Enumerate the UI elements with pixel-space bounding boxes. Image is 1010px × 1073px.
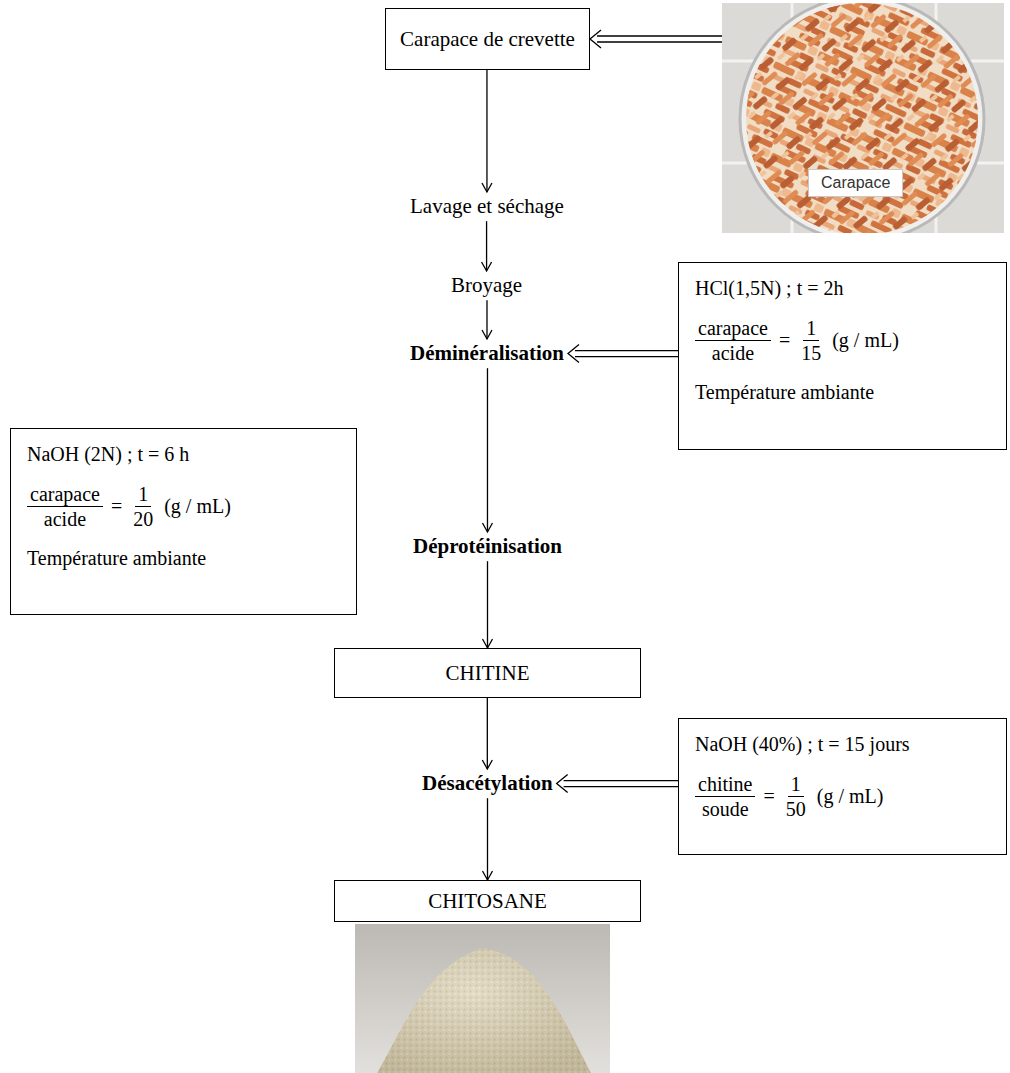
shell-photo: [722, 3, 1004, 233]
ratio-fraction: carapaceacide: [27, 482, 103, 531]
condition-line: chitinesoude = 150 (g / mL): [695, 772, 992, 821]
condition-box: HCl(1,5N) ; t = 2h carapaceacide = 115 (g / …: [678, 262, 1007, 450]
condition-text: =: [763, 785, 774, 808]
flow-arrow: [568, 345, 678, 363]
ratio-fraction: carapaceacide: [695, 316, 771, 365]
flow-arrow: [483, 798, 493, 880]
fraction-denominator: acide: [709, 341, 757, 365]
box-label: CHITINE: [446, 661, 530, 686]
condition-line: Température ambiante: [695, 381, 992, 404]
fraction-denominator: 20: [130, 507, 156, 531]
condition-text: =: [111, 495, 122, 518]
ratio-fraction: 120: [130, 482, 156, 531]
flow-arrow: [482, 70, 492, 192]
step-label: Lavage et séchage: [406, 192, 568, 221]
material-box: Carapace de crevette: [385, 8, 590, 70]
step-label: Déprotéinisation: [409, 532, 566, 561]
flow-arrow: [482, 221, 492, 271]
flow-arrow: [557, 775, 678, 793]
step-name: Lavage et séchage: [410, 194, 564, 218]
step-label: Désacétylation: [418, 769, 557, 798]
condition-line: NaOH (40%) ; t = 15 jours: [695, 733, 992, 756]
condition-line: HCl(1,5N) ; t = 2h: [695, 277, 992, 300]
condition-text: HCl(1,5N) ; t = 2h: [695, 277, 844, 300]
product-box: CHITOSANE: [334, 880, 641, 922]
fraction-numerator: chitine: [695, 772, 755, 797]
fraction-denominator: soude: [699, 797, 752, 821]
condition-text: Température ambiante: [27, 547, 206, 570]
fraction-numerator: carapace: [27, 482, 103, 507]
step-name: Désacétylation: [422, 771, 553, 795]
step-name: Broyage: [451, 273, 522, 297]
photo-caption: Carapace: [808, 169, 903, 197]
condition-box: NaOH (2N) ; t = 6 h carapaceacide = 120 (g /…: [10, 428, 357, 615]
condition-text: (g / mL): [817, 785, 884, 808]
product-box: CHITINE: [334, 648, 641, 698]
fraction-numerator: carapace: [695, 316, 771, 341]
condition-line: NaOH (2N) ; t = 6 h: [27, 443, 342, 466]
condition-text: (g / mL): [164, 495, 231, 518]
step-label: Broyage: [447, 271, 526, 300]
fraction-numerator: 1: [803, 316, 819, 341]
photo-node: Carapace: [722, 3, 1004, 233]
ratio-fraction: chitinesoude: [695, 772, 755, 821]
fraction-denominator: acide: [41, 507, 89, 531]
condition-line: carapaceacide = 115 (g / mL): [695, 316, 992, 365]
condition-line: carapaceacide = 120 (g / mL): [27, 482, 342, 531]
flow-arrow: [482, 300, 492, 339]
fraction-numerator: 1: [788, 772, 804, 797]
fraction-denominator: 15: [798, 341, 824, 365]
fraction-denominator: 50: [783, 797, 809, 821]
condition-text: =: [779, 329, 790, 352]
condition-text: NaOH (2N) ; t = 6 h: [27, 443, 189, 466]
flow-arrow: [590, 30, 722, 48]
box-label: CHITOSANE: [428, 889, 547, 914]
flow-arrow: [482, 698, 492, 769]
box-label: Carapace de crevette: [400, 27, 575, 52]
condition-text: (g / mL): [832, 329, 899, 352]
step-name: Déprotéinisation: [413, 534, 562, 558]
step-label: Déminéralisation: [406, 339, 568, 368]
condition-text: NaOH (40%) ; t = 15 jours: [695, 733, 910, 756]
fraction-numerator: 1: [135, 482, 151, 507]
ratio-fraction: 150: [783, 772, 809, 821]
step-name: Déminéralisation: [410, 341, 564, 365]
condition-box: NaOH (40%) ; t = 15 jours chitinesoude = 15…: [678, 718, 1007, 855]
condition-line: Température ambiante: [27, 547, 342, 570]
condition-text: Température ambiante: [695, 381, 874, 404]
powder-photo: [355, 924, 610, 1073]
flow-arrow: [483, 561, 493, 648]
flow-arrow: [482, 368, 492, 532]
ratio-fraction: 115: [798, 316, 824, 365]
